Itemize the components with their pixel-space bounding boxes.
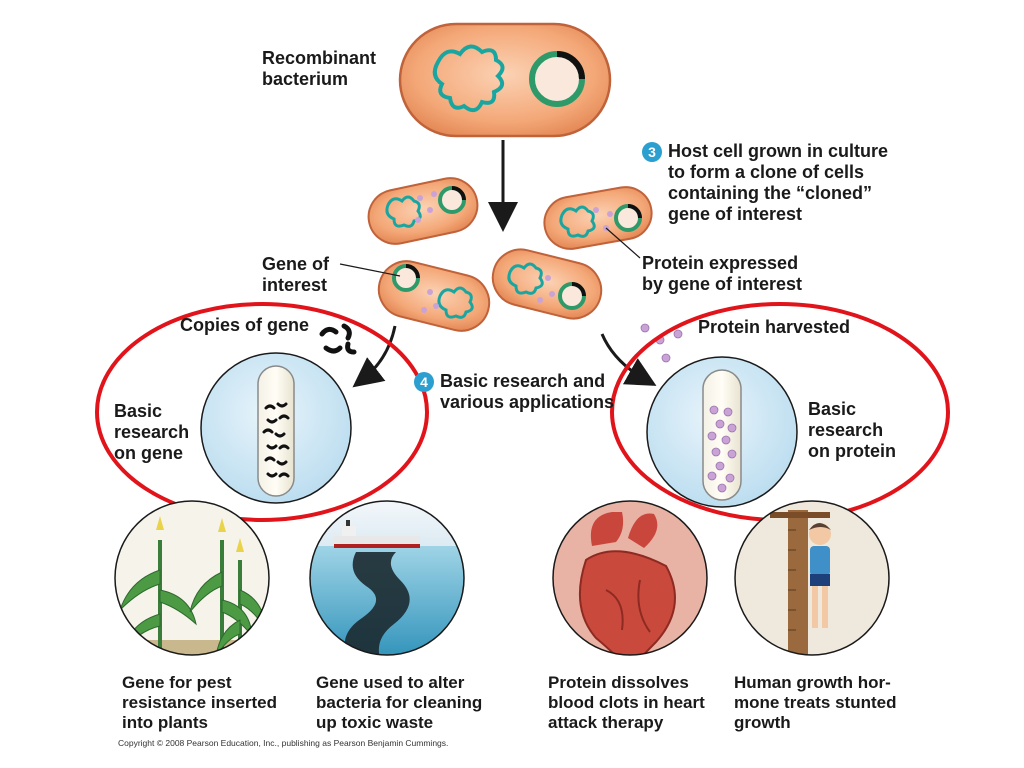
gene-pointer-line <box>339 263 401 277</box>
gene-highlight-oval <box>95 302 429 522</box>
child-height-icon <box>735 501 889 655</box>
gene-test-tube-icon <box>200 352 352 504</box>
application-caption: Protein dissolves blood clots in heart a… <box>548 673 705 732</box>
protein-test-tube-icon <box>646 356 798 508</box>
gene-of-interest-label: Gene of interest <box>262 254 330 295</box>
copies-of-gene-label: Copies of gene <box>180 315 310 335</box>
recombinant-bacterium-icon <box>398 22 612 138</box>
heart-icon <box>553 501 707 655</box>
bacterium-clone-icon <box>543 186 653 250</box>
protein-expressed-label: Protein expressed by gene of interest <box>642 253 803 294</box>
bacterium-clone-icon <box>491 248 603 320</box>
step-4-label: Basic research and various applications <box>440 371 615 412</box>
copyright-text: Copyright © 2008 Pearson Education, Inc.… <box>118 738 449 748</box>
gene-copies-icon <box>319 323 357 355</box>
step-3-badge: 3 <box>642 142 662 162</box>
arrow-to-protein-icon <box>600 333 657 386</box>
step-4-badge: 4 <box>414 372 434 392</box>
application-caption: Gene used to alter bacteria for cleaning… <box>316 673 483 732</box>
oil-spill-icon <box>310 501 464 655</box>
protein-harvested-label: Protein harvested <box>698 317 851 337</box>
dna-icon <box>432 44 505 113</box>
arrow-to-gene-icon <box>352 325 397 388</box>
recombinant-bacterium-label: Recombinant bacterium <box>262 48 377 89</box>
basic-research-protein-label: Basic research on protein <box>808 399 896 461</box>
bacterium-clone-icon <box>377 260 491 332</box>
application-caption: Gene for pest resistance inserted into p… <box>122 673 277 732</box>
basic-research-gene-label: Basic research on gene <box>114 401 190 463</box>
bacterium-clone-icon <box>367 177 479 245</box>
corn-plants-icon <box>115 501 269 655</box>
harvested-protein-icon <box>640 323 683 363</box>
application-caption: Human growth hor- mone treats stunted gr… <box>734 673 897 732</box>
step-3-label: Host cell grown in culture to form a clo… <box>668 141 889 224</box>
protein-pointer-line <box>605 227 641 259</box>
